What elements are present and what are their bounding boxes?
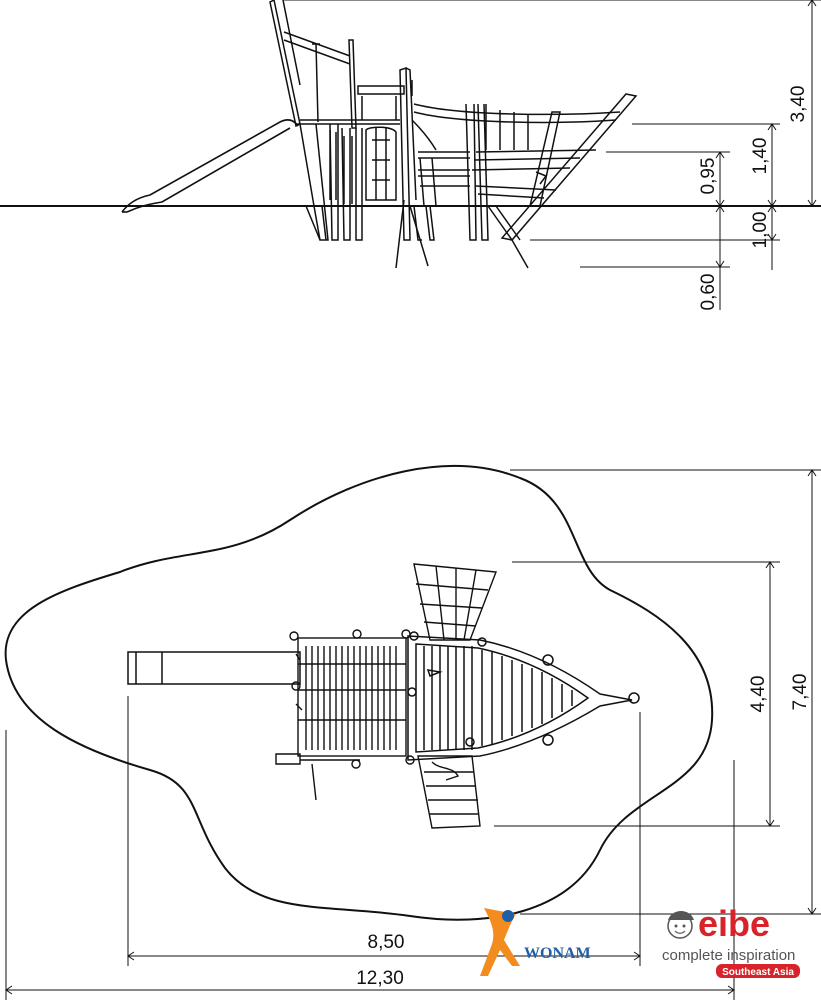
tower-middle-elevation xyxy=(395,66,470,269)
dim-below-ground: 1,00 xyxy=(750,212,771,249)
eibe-region: Southeast Asia xyxy=(722,967,794,978)
wonam-text: WONAM xyxy=(524,945,591,962)
wonam-figure-icon xyxy=(480,908,520,976)
dim-foundation: 0,60 xyxy=(698,274,719,311)
dim-deck-height: 1,40 xyxy=(750,138,771,175)
eibe-brand: eibe xyxy=(698,903,770,944)
tower-left-elevation xyxy=(269,0,405,241)
climbing-net-plan xyxy=(413,563,497,641)
tower-deck-plan xyxy=(275,629,415,801)
ship-bow-elevation xyxy=(413,93,638,269)
eibe-tagline: complete inspiration xyxy=(662,947,795,964)
dim-total-height: 3,40 xyxy=(788,86,809,123)
ship-hull-plan xyxy=(407,631,640,761)
ladder-plan xyxy=(417,755,481,829)
safety-area-outline xyxy=(4,465,714,921)
eibe-logo: eibe complete inspiration Southeast Asia xyxy=(662,903,800,978)
elevation-dimension-lines xyxy=(284,0,821,310)
dim-low-deck: 0,95 xyxy=(698,158,719,195)
dim-area-length: 12,30 xyxy=(356,968,404,989)
slide-elevation xyxy=(121,119,299,213)
elevation-view: 3,40 1,40 0,95 1,00 0,60 xyxy=(0,0,821,310)
wonam-logo: WONAM xyxy=(480,908,591,976)
dim-structure-width: 4,40 xyxy=(748,676,769,713)
dim-structure-length: 8,50 xyxy=(368,932,405,953)
dim-area-width: 7,40 xyxy=(790,674,811,711)
plan-dimension-lines xyxy=(5,469,821,1000)
plan-view: 4,40 7,40 8,50 12,30 xyxy=(4,465,821,1000)
eibe-region-badge xyxy=(716,964,800,978)
wonam-head-icon xyxy=(502,910,514,922)
slide-plan xyxy=(127,651,301,685)
